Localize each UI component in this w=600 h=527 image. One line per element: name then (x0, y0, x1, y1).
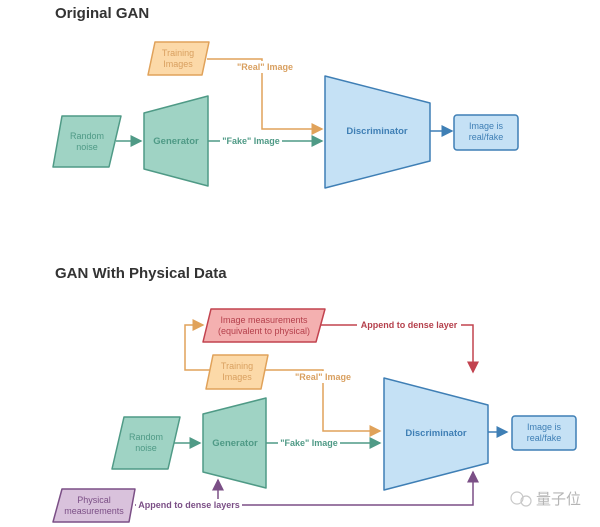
edge-real-image-2 (265, 369, 382, 437)
label-generator-2: Generator (212, 438, 258, 449)
node-training-images-2 (205, 354, 269, 390)
node-random-noise-2 (111, 416, 181, 470)
edge-label-append-dense-layer: Append to dense layer (361, 320, 458, 330)
edge-label-append-dense-layers: Append to dense layers (138, 500, 240, 510)
node-physical-measurements (52, 488, 136, 523)
edge-label-fake-image: "Fake" Image (222, 136, 280, 146)
label-discriminator-2: Discriminator (405, 428, 467, 439)
node-image-measurements (202, 308, 326, 343)
node-discriminator-2 (383, 377, 489, 491)
node-discriminator (324, 75, 431, 189)
label-discriminator: Discriminator (346, 126, 408, 137)
title-gan-physical: GAN With Physical Data (55, 265, 227, 282)
title-original-gan: Original GAN (55, 5, 150, 22)
node-generator (143, 95, 209, 187)
edge-physical-to-discriminator (135, 470, 479, 506)
watermark-text: 量子位 (536, 491, 581, 508)
edge-append-dense-layer (320, 324, 479, 374)
edge-label-fake-image-2: "Fake" Image (280, 438, 338, 448)
node-training-images (147, 41, 210, 76)
label-image-measurements: Image measurements(equivalent to physica… (218, 315, 310, 336)
physical-gan-diagram: Image measurements(equivalent to physica… (52, 308, 577, 523)
node-output-2 (511, 415, 577, 451)
node-random-noise (52, 115, 122, 168)
watermark: 量子位 (510, 491, 581, 508)
node-generator-2 (202, 397, 267, 489)
edge-label-real-image-2: "Real" Image (295, 372, 351, 382)
edge-real-image (207, 58, 324, 135)
wechat-icon (510, 491, 524, 505)
edge-label-real-image: "Real" Image (237, 62, 293, 72)
label-generator: Generator (153, 136, 199, 147)
node-output (453, 114, 519, 151)
edge-training-to-measurements (184, 319, 210, 371)
